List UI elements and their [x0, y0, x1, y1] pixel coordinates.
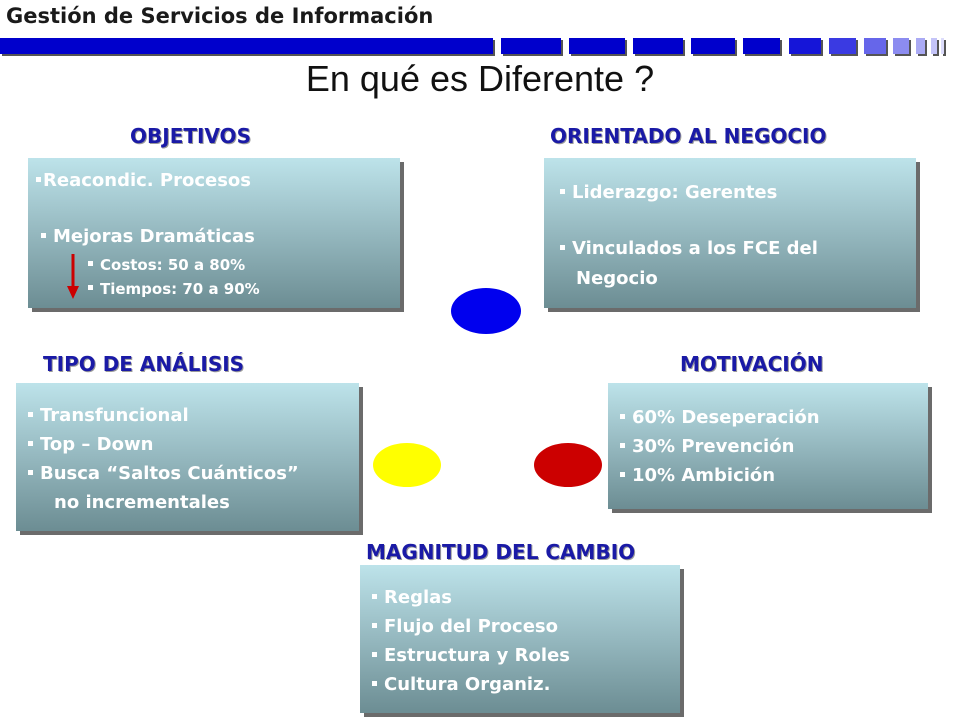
tipo-item: Transfuncional: [28, 405, 189, 426]
bullet-icon: [41, 232, 46, 238]
bullet-icon: [88, 285, 93, 290]
orientado-item-continuation: Negocio: [576, 268, 658, 289]
magnitud-box: Reglas Flujo del Proceso Estructura y Ro…: [360, 565, 680, 713]
orientado-label: ORIENTADO AL NEGOCIO: [550, 124, 827, 148]
bullet-icon: [620, 471, 625, 477]
bullet-icon: [620, 413, 625, 419]
bullet-icon: [372, 651, 377, 657]
orientado-box: Liderazgo: Gerentes Vinculados a los FCE…: [544, 158, 916, 308]
tipo-item: Top – Down: [28, 434, 153, 455]
motivacion-item: 30% Prevención: [620, 436, 794, 457]
red-down-arrow-icon: [67, 254, 79, 299]
bullet-icon: [372, 622, 377, 628]
objetivos-label: OBJETIVOS: [130, 124, 251, 148]
header-bar-segment: [691, 38, 735, 54]
bullet-icon: [28, 440, 33, 446]
magnitud-item: Flujo del Proceso: [372, 616, 558, 637]
motivacion-box: 60% Deseperación 30% Prevención 10% Ambi…: [608, 383, 928, 509]
magnitud-label: MAGNITUD DEL CAMBIO: [366, 540, 636, 564]
magnitud-item: Estructura y Roles: [372, 645, 570, 666]
orientado-item: Vinculados a los FCE del: [560, 238, 818, 259]
blue-ellipse: [451, 288, 521, 334]
bullet-icon: [372, 593, 377, 599]
header-bar-segment: [941, 38, 944, 54]
header-bar-segment: [864, 38, 886, 54]
objetivos-subitem: Costos: 50 a 80%: [88, 256, 245, 274]
bullet-icon: [560, 188, 565, 194]
motivacion-item: 10% Ambición: [620, 465, 775, 486]
bullet-icon: [28, 469, 33, 475]
motivacion-label: MOTIVACIÓN: [680, 352, 824, 376]
header-bar: [0, 38, 960, 54]
red-ellipse: [534, 443, 602, 487]
bullet-icon: [28, 411, 33, 417]
header-bar-segment: [916, 38, 925, 54]
objetivos-item: Reacondic. Procesos: [36, 170, 251, 191]
slide-title: En qué es Diferente ?: [305, 58, 655, 99]
header-bar-segment: [569, 38, 625, 54]
header-bar-segment: [789, 38, 821, 54]
objetivos-box: Reacondic. Procesos Mejoras Dramáticas C…: [28, 158, 400, 308]
objetivos-subitem: Tiempos: 70 a 90%: [88, 280, 260, 298]
bullet-icon: [36, 176, 41, 182]
tipo-box: Transfuncional Top – Down Busca “Saltos …: [16, 383, 359, 531]
bullet-icon: [88, 261, 93, 266]
tipo-item-continuation: no incrementales: [54, 492, 230, 513]
objetivos-item: Mejoras Dramáticas: [41, 226, 255, 247]
magnitud-item: Reglas: [372, 587, 452, 608]
header-bar-segment: [893, 38, 909, 54]
tipo-label: TIPO DE ANÁLISIS: [43, 352, 245, 376]
header-bar-segment: [0, 38, 493, 54]
bullet-icon: [372, 680, 377, 686]
bullet-icon: [560, 244, 565, 250]
yellow-ellipse: [373, 443, 441, 487]
header-bar-segment: [931, 38, 937, 54]
motivacion-item: 60% Deseperación: [620, 407, 820, 428]
header-title: Gestión de Servicios de Información: [6, 4, 434, 28]
magnitud-item: Cultura Organiz.: [372, 674, 550, 695]
header-bar-segment: [633, 38, 683, 54]
tipo-item: Busca “Saltos Cuánticos”: [28, 463, 299, 484]
header-bar-segment: [501, 38, 561, 54]
header-bar-segment: [743, 38, 780, 54]
header-bar-segment: [829, 38, 856, 54]
orientado-item: Liderazgo: Gerentes: [560, 182, 777, 203]
bullet-icon: [620, 442, 625, 448]
